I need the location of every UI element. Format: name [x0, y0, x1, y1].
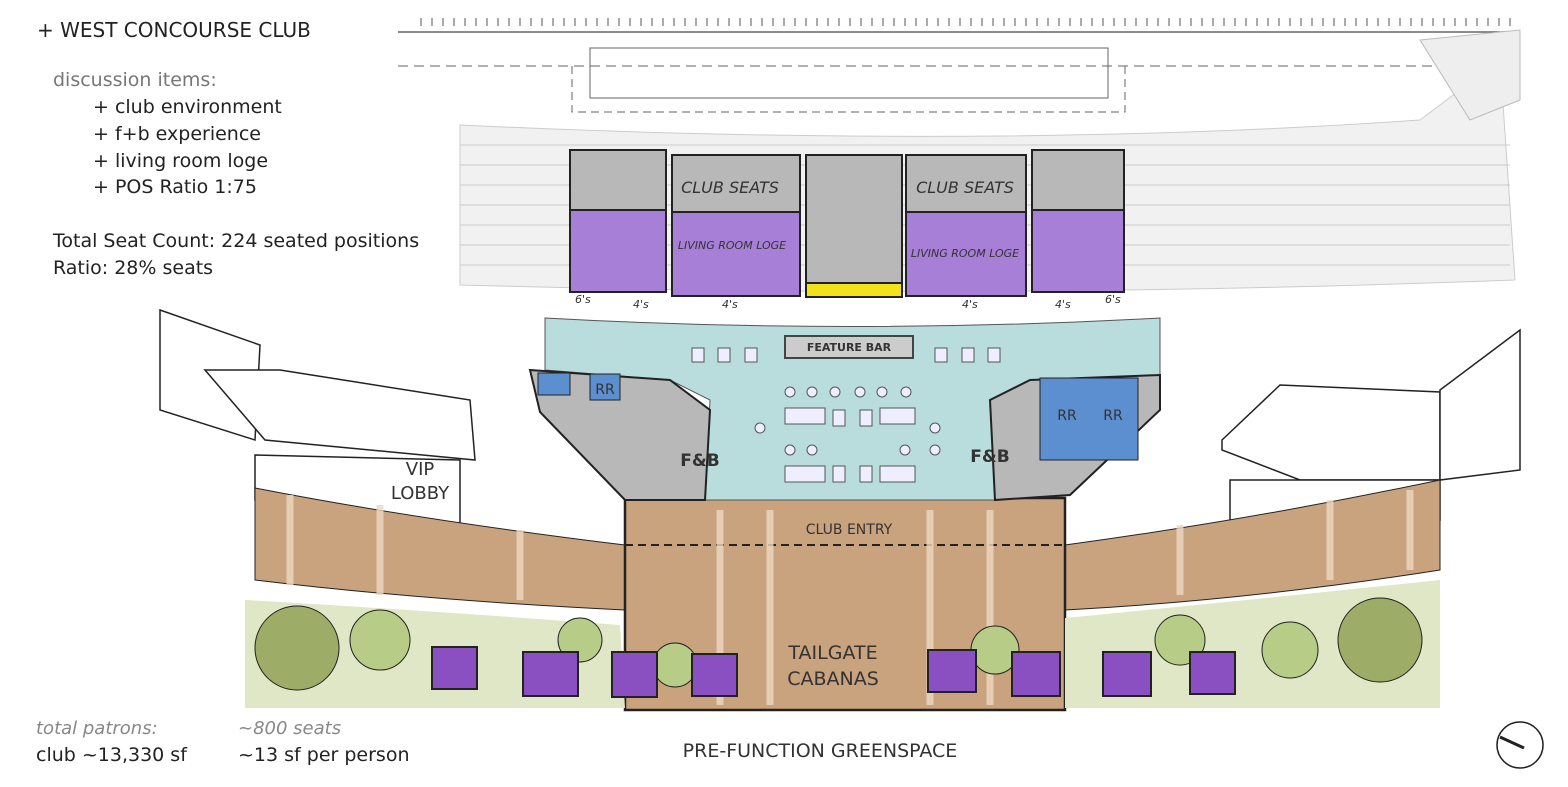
- restroom-label: RR: [1057, 408, 1077, 424]
- seat-group-label: 4's: [633, 298, 649, 311]
- tailgate-label: TAILGATE: [787, 642, 877, 664]
- page-title: + WEST CONCOURSE CLUB: [37, 18, 311, 42]
- discussion-item: + living room loge: [93, 150, 269, 172]
- cabanas: [431, 646, 1236, 698]
- club-seats-label: CLUB SEATS: [681, 178, 779, 197]
- area-per-person: ~13 sf per person: [238, 744, 410, 766]
- seat-group-label: 4's: [722, 298, 738, 311]
- fb-label: F&B: [970, 447, 1009, 467]
- seat-ratio: Ratio: 28% seats: [53, 257, 214, 279]
- vip-lobby-label: VIP: [406, 459, 435, 480]
- discussion-item: + club environment: [93, 96, 282, 118]
- club-seats-label: CLUB SEATS: [916, 178, 1014, 197]
- vip-lobby-label: LOBBY: [391, 483, 450, 504]
- restroom-label: RR: [1103, 408, 1123, 424]
- seat-count: Total Seat Count: 224 seated positions: [53, 230, 420, 252]
- greenspace-label: PRE-FUNCTION GREENSPACE: [683, 740, 958, 762]
- discussion-heading: discussion items:: [53, 69, 217, 91]
- tailgate-label: CABANAS: [787, 668, 879, 690]
- tables: [691, 347, 1001, 483]
- restroom-left: [589, 373, 621, 401]
- restroom-right: [1039, 377, 1139, 461]
- restroom-label: RR: [595, 382, 615, 398]
- club-entry-label: CLUB ENTRY: [806, 522, 893, 538]
- field-edge: [398, 18, 1520, 113]
- seat-group-label: 4's: [962, 298, 978, 311]
- loge-label: LIVING ROOM LOGE: [678, 239, 786, 252]
- feature-bar: [784, 335, 914, 359]
- discussion-item: + POS Ratio 1:75: [93, 176, 257, 198]
- fb-left: [528, 368, 712, 501]
- club-seat-sections: [569, 149, 1125, 298]
- patrons-label: total patrons:: [36, 718, 158, 739]
- north-arrow-icon: [1496, 721, 1544, 769]
- seat-group-label: 4's: [1055, 298, 1071, 311]
- seat-group-label: 6's: [575, 293, 591, 306]
- fb-label: F&B: [680, 451, 719, 471]
- restroom-left: [537, 372, 571, 396]
- loge-label: LIVING ROOM LOGE: [911, 247, 1019, 260]
- seat-group-label: 6's: [1105, 293, 1121, 306]
- feature-bar-label: FEATURE BAR: [807, 341, 892, 354]
- discussion-item: + f+b experience: [93, 123, 261, 145]
- seats-label: ~800 seats: [238, 718, 342, 739]
- club-area: club ~13,330 sf: [36, 744, 187, 766]
